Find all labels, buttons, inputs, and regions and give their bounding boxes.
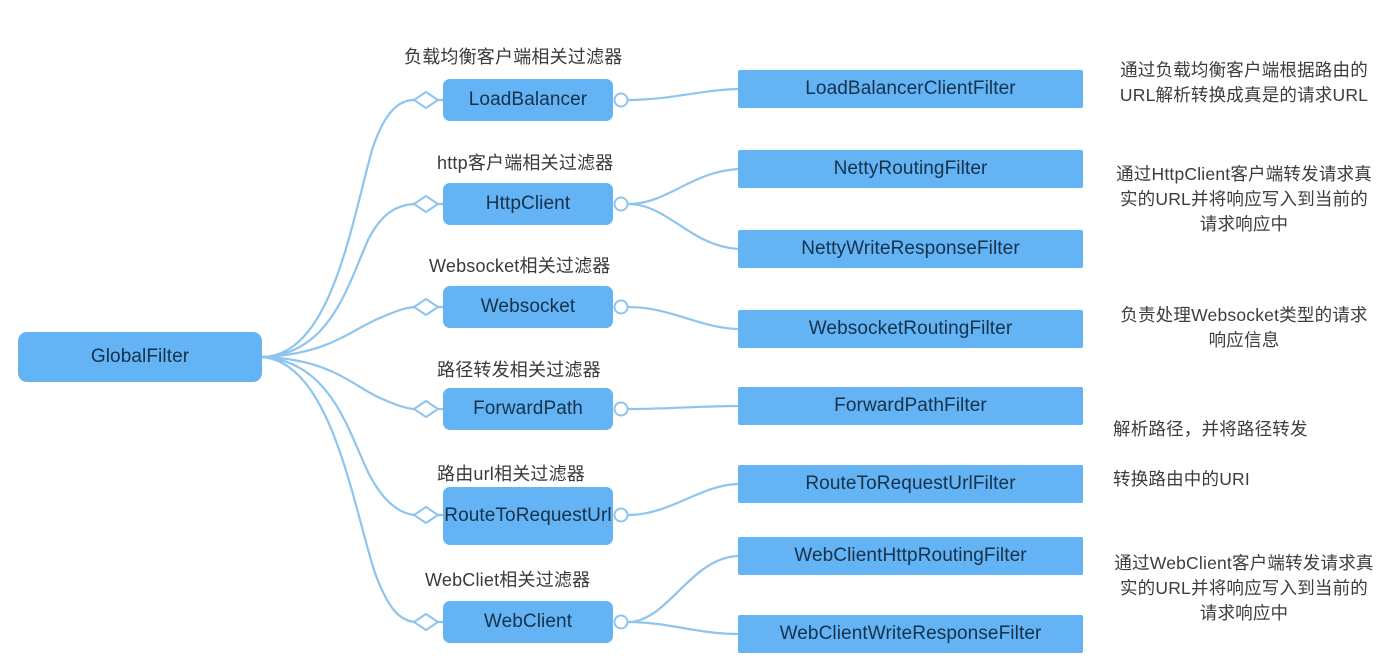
branch-node-label: HttpClient — [485, 193, 571, 215]
branch-node-label: RouteToRequestUrl — [444, 505, 612, 527]
filter-node-label: NettyRoutingFilter — [833, 158, 988, 180]
branch-label-loadbalancer: 负载均衡客户端相关过滤器 — [404, 47, 623, 67]
description-forwardpath: 解析路径，并将路径转发 — [1113, 419, 1308, 439]
description-loadbalancer: 通过负载均衡客户端根据路由的URL解析转换成真是的请求URL — [1119, 60, 1369, 105]
filter-node-label: WebClientHttpRoutingFilter — [794, 545, 1027, 567]
edge-root-websocket — [260, 305, 416, 359]
filter-node-webclientwriteresponsefilter[interactable]: WebClientWriteResponseFilter — [738, 615, 1083, 653]
filter-node-label: RouteToRequestUrlFilter — [805, 473, 1016, 495]
branch-node-forwardpath[interactable]: ForwardPath — [443, 388, 613, 430]
edge-httpclient-leaf1 — [626, 167, 740, 206]
circle-markers — [613, 92, 629, 630]
branch-node-webclient[interactable]: WebClient — [443, 601, 613, 643]
edge-websocket-leaf3 — [626, 305, 740, 331]
edge-httpclient-leaf2 — [626, 202, 740, 251]
edge-routetorequesturl-leaf5 — [626, 482, 740, 517]
filter-node-webclienthttproutingfilter[interactable]: WebClientHttpRoutingFilter — [738, 537, 1083, 575]
edge-root-loadbalancer — [260, 98, 416, 359]
filter-node-websocketroutingfilter[interactable]: WebsocketRoutingFilter — [738, 310, 1083, 348]
edge-webclient-leaf6 — [626, 554, 740, 624]
filter-node-nettywriteresponsefilter[interactable]: NettyWriteResponseFilter — [738, 230, 1083, 268]
branch-node-label: LoadBalancer — [468, 89, 588, 111]
filter-node-nettyroutingfilter[interactable]: NettyRoutingFilter — [738, 150, 1083, 188]
branch-node-httpclient[interactable]: HttpClient — [443, 183, 613, 225]
branch-label-websocket: Websocket相关过滤器 — [429, 256, 611, 276]
edge-forwardpath-leaf4 — [626, 404, 740, 411]
branch-node-label: WebClient — [483, 611, 573, 633]
diamond-markers — [412, 90, 440, 632]
description-websocket: 负责处理Websocket类型的请求响应信息 — [1120, 305, 1368, 350]
filter-node-forwardpathfilter[interactable]: ForwardPathFilter — [738, 387, 1083, 425]
branch-node-label: Websocket — [480, 296, 576, 318]
filter-node-label: WebsocketRoutingFilter — [808, 318, 1013, 340]
edge-root-routetorequesturl — [260, 355, 416, 517]
edge-root-webclient — [260, 355, 416, 624]
edge-root-httpclient — [260, 202, 416, 359]
branch-label-webclient: WebCliet相关过滤器 — [425, 570, 591, 590]
root-node-label: GlobalFilter — [90, 346, 190, 368]
branch-node-loadbalancer[interactable]: LoadBalancer — [443, 79, 613, 121]
root-node-globalfilter[interactable]: GlobalFilter — [18, 332, 262, 382]
edge-root-forwardpath — [260, 355, 416, 411]
filter-node-routetorequesturlfilter[interactable]: RouteToRequestUrlFilter — [738, 465, 1083, 503]
edge-webclient-leaf7 — [626, 620, 740, 636]
filter-node-label: ForwardPathFilter — [834, 395, 987, 417]
branch-label-forwardpath: 路径转发相关过滤器 — [437, 360, 601, 380]
branch-label-routetorequesturl: 路由url相关过滤器 — [437, 464, 586, 484]
branch-node-websocket[interactable]: Websocket — [443, 286, 613, 328]
description-webclient: 通过WebClient客户端转发请求真实的URL并将响应写入到当前的请求响应中 — [1114, 553, 1374, 623]
branch-node-routetorequesturl[interactable]: RouteToRequestUrl — [443, 487, 613, 545]
branch-label-httpclient: http客户端相关过滤器 — [437, 153, 614, 173]
filter-node-label: WebClientWriteResponseFilter — [779, 623, 1042, 645]
branch-node-label: ForwardPath — [473, 398, 583, 420]
filter-node-loadbalancerclientfilter[interactable]: LoadBalancerClientFilter — [738, 70, 1083, 108]
description-httpclient: 通过HttpClient客户端转发请求真实的URL并将响应写入到当前的请求响应中 — [1116, 164, 1372, 234]
filter-node-label: NettyWriteResponseFilter — [801, 238, 1020, 260]
edge-loadbalancer-leaf0 — [626, 87, 740, 102]
filter-node-label: LoadBalancerClientFilter — [805, 78, 1016, 100]
description-routetorequesturl: 转换路由中的URI — [1113, 469, 1250, 489]
